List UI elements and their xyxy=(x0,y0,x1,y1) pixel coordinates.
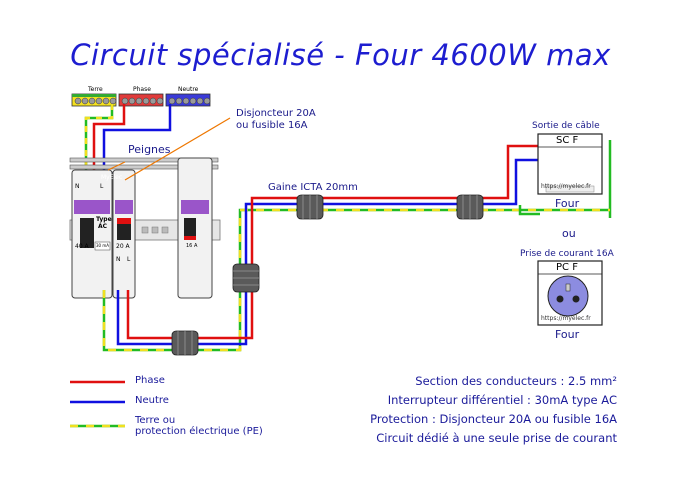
rail-slots xyxy=(141,226,169,234)
disjoncteur-callout-line2: ou fusible 16A xyxy=(236,120,308,131)
terre-wire-bus xyxy=(84,104,114,180)
gaine-coupler-left xyxy=(171,330,199,356)
note-protection: Protection : Disjoncteur 20A ou fusible … xyxy=(370,412,617,426)
peignes-callout-line xyxy=(107,161,126,171)
interrupteur-differentiel xyxy=(71,169,113,299)
sortie-cable-title: Sortie de câble xyxy=(532,121,600,131)
gaine-coupler-top-right xyxy=(456,194,484,220)
gaine-coupler-top-left xyxy=(296,194,324,220)
peignes-callout: Peignes xyxy=(128,143,171,156)
note-section: Section des conducteurs : 2.5 mm² xyxy=(415,374,617,388)
phase-bus xyxy=(118,93,164,107)
legend-terre-line1: Terre ou xyxy=(135,415,176,426)
terre-wire-main xyxy=(102,140,612,352)
prise-de-courant-box xyxy=(537,260,603,326)
four-bottom-label: Four xyxy=(555,328,580,341)
disjoncteur-callout: Disjoncteur 20A ou fusible 16A xyxy=(236,108,316,132)
specifications-notes: Section des conducteurs : 2.5 mm² Interr… xyxy=(370,372,617,448)
disjoncteur-callout-line1: Disjoncteur 20A xyxy=(236,108,316,119)
brand-label: MyElec xyxy=(101,174,123,181)
note-circuit: Circuit dédié à une seule prise de coura… xyxy=(376,431,617,445)
terminal-l-top-1: L xyxy=(100,183,104,190)
four-top-label: Four xyxy=(555,197,580,210)
neutre-bus-label: Neutre xyxy=(178,86,199,93)
sortie-site: https://myelec.fr xyxy=(541,183,591,190)
interrupteur-type-line1: Type xyxy=(96,216,112,223)
legend-terre-label: Terre ou protection électrique (PE) xyxy=(135,415,263,437)
gaine-callout: Gaine ICTA 20mm xyxy=(268,182,358,193)
phase-wire-bus xyxy=(92,104,126,178)
disjoncteur-20a-rating: 20 A xyxy=(116,243,130,250)
diagram-title: Circuit spécialisé - Four 4600W max xyxy=(70,38,611,72)
interrupteur-sensibilite: 30 mA xyxy=(96,243,109,248)
prise-code: PC F xyxy=(556,262,578,273)
gaine-coupler-middle xyxy=(232,263,260,293)
prise-site: https://myelec.fr xyxy=(541,315,591,322)
prise-courant-title: Prise de courant 16A xyxy=(520,249,614,259)
neutre-wire-main xyxy=(116,158,540,346)
ou-label: ou xyxy=(562,227,576,240)
disjoncteur-20a xyxy=(112,169,136,299)
neutre-bus xyxy=(165,93,211,107)
terre-bus-label: Terre xyxy=(88,86,103,93)
disjoncteur-16a xyxy=(177,157,213,299)
disjoncteur-callout-line xyxy=(124,117,231,181)
sortie-de-cable-box xyxy=(537,133,603,195)
note-interrupteur: Interrupteur différentiel : 30mA type AC xyxy=(387,393,617,407)
interrupteur-type-line2: AC xyxy=(98,223,108,230)
terre-bus xyxy=(71,93,117,107)
terminal-l-bottom-2: L xyxy=(127,256,131,263)
legend-neutre-label: Neutre xyxy=(135,395,169,406)
phase-wire-main xyxy=(126,144,540,340)
legend-phase-label: Phase xyxy=(135,375,165,386)
prise-branch-wires xyxy=(518,205,540,216)
neutre-wire-bus xyxy=(102,104,172,178)
terminal-n-bottom-2: N xyxy=(116,256,121,263)
legend-terre-line2: protection électrique (PE) xyxy=(135,426,263,437)
sortie-code: SC F xyxy=(556,135,579,146)
interrupteur-rating: 40 A xyxy=(75,243,89,250)
terminal-n-top-1: N xyxy=(75,183,80,190)
disjoncteur-16a-rating: 16 A xyxy=(186,243,198,249)
phase-bus-label: Phase xyxy=(133,86,151,93)
